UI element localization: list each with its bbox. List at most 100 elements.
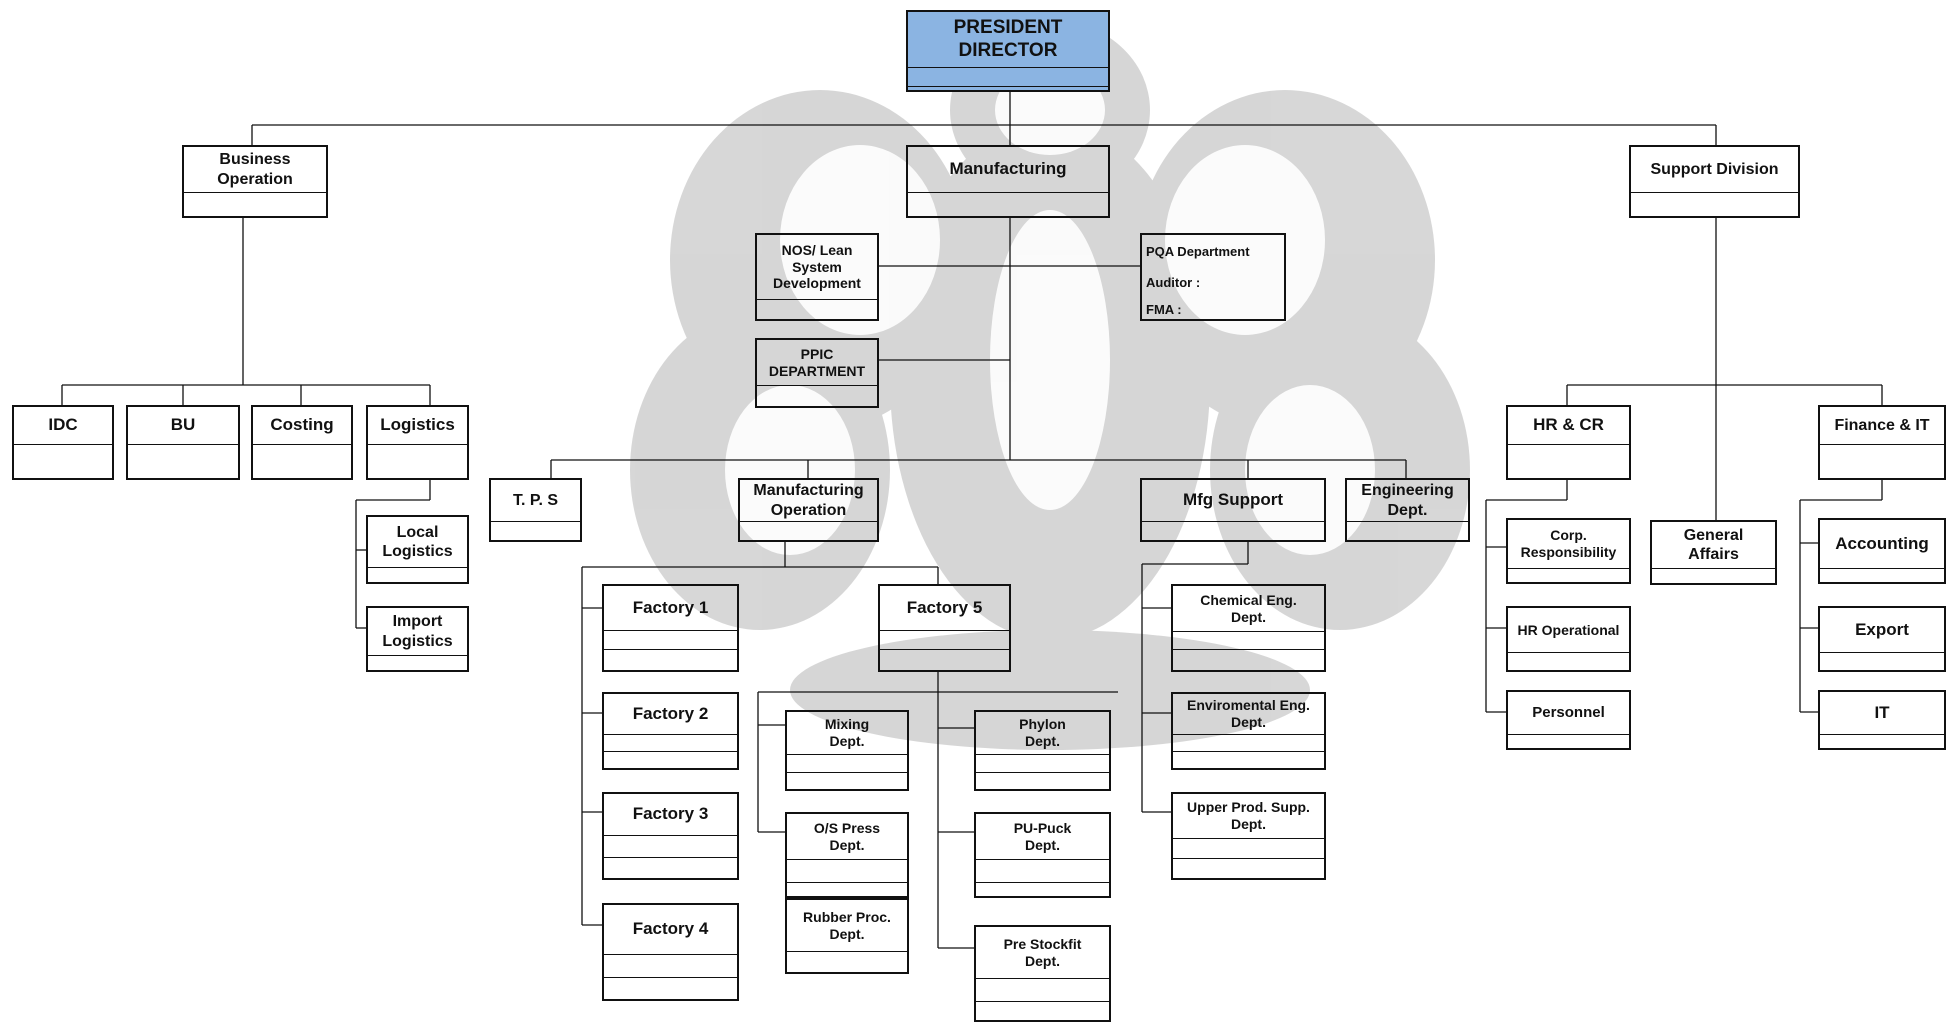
chemical-eng-dept-label: Chemical Eng. Dept. — [1200, 591, 1297, 625]
business-operation-box: Business Operation — [182, 145, 328, 218]
box-row-divider — [976, 772, 1109, 773]
box-row-divider — [908, 86, 1108, 87]
box-row-divider — [757, 385, 877, 386]
box-row-divider — [787, 754, 907, 755]
pre-stockfit-dept-label: Pre Stockfit Dept. — [1003, 935, 1082, 969]
president-director-box: PRESIDENT DIRECTOR — [906, 10, 1110, 92]
engineering-dept-box: Engineering Dept. — [1345, 478, 1470, 542]
hr-operational-label: HR Operational — [1517, 621, 1620, 638]
box-row-divider — [604, 751, 737, 752]
local-logistics-label: Local Logistics — [382, 523, 453, 560]
enviromental-eng-dept-label: Enviromental Eng. Dept. — [1187, 697, 1310, 730]
pu-puck-dept-box: PU-Puck Dept. — [974, 812, 1111, 898]
factory-2-box: Factory 2 — [602, 692, 739, 770]
box-row-divider — [1173, 631, 1324, 632]
box-row-divider — [368, 655, 467, 656]
box-row-divider — [1508, 444, 1629, 445]
hr-cr-box: HR & CR — [1506, 405, 1631, 480]
costing-box: Costing — [251, 405, 353, 480]
pqa-department-box: PQA Department Auditor : FMA : — [1140, 233, 1286, 321]
idc-label: IDC — [48, 415, 78, 435]
box-row-divider — [368, 444, 467, 445]
box-row-divider — [1820, 444, 1944, 445]
box-row-divider — [1820, 652, 1944, 653]
idc-box: IDC — [12, 405, 114, 480]
factory-2-label: Factory 2 — [632, 703, 709, 723]
general-affairs-box: General Affairs — [1650, 520, 1777, 585]
upper-prod-supp-dept-label: Upper Prod. Supp. Dept. — [1187, 799, 1310, 832]
box-row-divider — [604, 857, 737, 858]
business-operation-label: Business Operation — [217, 151, 293, 188]
local-logistics-box: Local Logistics — [366, 515, 469, 584]
box-row-divider — [908, 67, 1108, 68]
factory-3-box: Factory 3 — [602, 792, 739, 880]
box-row-divider — [1652, 568, 1775, 569]
chemical-eng-dept-box: Chemical Eng. Dept. — [1171, 584, 1326, 672]
box-row-divider — [787, 951, 907, 952]
box-row-divider — [976, 978, 1109, 979]
it-box: IT — [1818, 690, 1946, 750]
import-logistics-label: Import Logistics — [382, 613, 453, 650]
box-row-divider — [908, 192, 1108, 193]
box-row-divider — [604, 954, 737, 955]
box-row-divider — [1820, 734, 1944, 735]
bu-label: BU — [170, 415, 196, 435]
finance-it-label: Finance & IT — [1834, 416, 1930, 434]
ppic-department-box: PPIC DEPARTMENT — [755, 338, 879, 408]
tps-box: T. P. S — [489, 478, 582, 542]
hr-operational-box: HR Operational — [1506, 606, 1631, 672]
it-label: IT — [1874, 702, 1890, 722]
box-row-divider — [253, 444, 351, 445]
box-row-divider — [787, 859, 907, 860]
box-row-divider — [1173, 734, 1324, 735]
box-row-divider — [740, 521, 877, 522]
box-row-divider — [976, 1001, 1109, 1002]
engineering-dept-label: Engineering Dept. — [1361, 482, 1454, 519]
box-row-divider — [1820, 568, 1944, 569]
box-row-divider — [1173, 751, 1324, 752]
box-row-divider — [1173, 858, 1324, 859]
factory-3-label: Factory 3 — [632, 804, 709, 824]
finance-it-box: Finance & IT — [1818, 405, 1946, 480]
corp-responsibility-box: Corp. Responsibility — [1506, 518, 1631, 584]
factory-5-label: Factory 5 — [906, 597, 983, 617]
support-division-label: Support Division — [1650, 160, 1779, 178]
box-row-divider — [368, 567, 467, 568]
factory-5-box: Factory 5 — [878, 584, 1011, 672]
manufacturing-operation-box: Manufacturing Operation — [738, 478, 879, 542]
box-row-divider — [128, 444, 238, 445]
box-row-divider — [604, 649, 737, 650]
president-director-label: PRESIDENT DIRECTOR — [953, 16, 1063, 61]
manufacturing-operation-label: Manufacturing Operation — [753, 482, 864, 519]
pqa-department-label: PQA Department — [1146, 244, 1250, 259]
box-row-divider — [976, 754, 1109, 755]
box-row-divider — [604, 835, 737, 836]
phylon-dept-box: Phylon Dept. — [974, 710, 1111, 791]
box-row-divider — [1631, 192, 1798, 193]
hr-cr-label: HR & CR — [1533, 415, 1604, 435]
rubber-proc-dept-label: Rubber Proc. Dept. — [803, 908, 891, 942]
box-row-divider — [14, 444, 112, 445]
enviromental-eng-dept-box: Enviromental Eng. Dept. — [1171, 692, 1326, 770]
mfg-support-box: Mfg Support — [1140, 478, 1326, 542]
box-row-divider — [1347, 521, 1468, 522]
mfg-support-label: Mfg Support — [1182, 490, 1284, 510]
factory-1-label: Factory 1 — [632, 597, 709, 617]
os-press-dept-label: O/S Press Dept. — [813, 819, 881, 853]
nos-lean-label: NOS/ Lean System Development — [773, 241, 861, 292]
personnel-box: Personnel — [1506, 690, 1631, 750]
pu-puck-dept-label: PU-Puck Dept. — [1013, 819, 1072, 853]
box-row-divider — [757, 299, 877, 300]
box-row-divider — [1173, 838, 1324, 839]
factory-1-box: Factory 1 — [602, 584, 739, 672]
pre-stockfit-dept-box: Pre Stockfit Dept. — [974, 925, 1111, 1022]
general-affairs-label: General Affairs — [1683, 526, 1744, 563]
ppic-department-label: PPIC DEPARTMENT — [768, 345, 866, 379]
box-row-divider — [976, 882, 1109, 883]
factory-4-box: Factory 4 — [602, 903, 739, 1001]
export-label: Export — [1855, 619, 1909, 639]
upper-prod-supp-dept-box: Upper Prod. Supp. Dept. — [1171, 792, 1326, 880]
os-press-dept-box: O/S Press Dept. — [785, 812, 909, 898]
box-row-divider — [604, 734, 737, 735]
